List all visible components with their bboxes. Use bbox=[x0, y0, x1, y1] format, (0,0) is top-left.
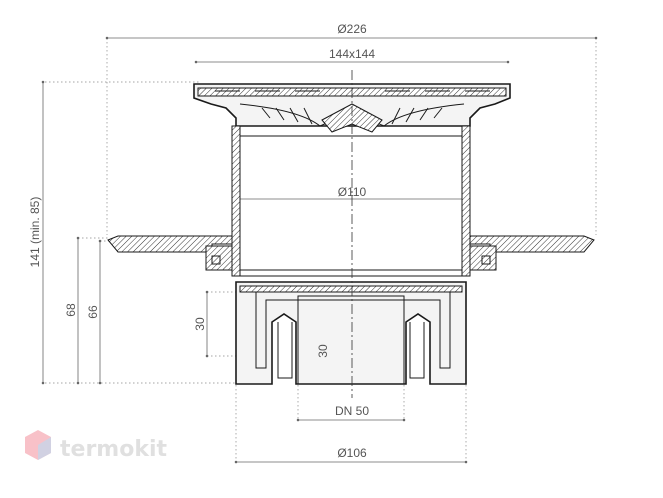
depth-30-left-label: 30 bbox=[193, 317, 207, 331]
drain-body bbox=[107, 83, 595, 385]
logo-hexagon-icon bbox=[25, 430, 51, 460]
depth-30-center-label: 30 bbox=[316, 344, 330, 358]
grate-ribs bbox=[261, 107, 443, 125]
dimension-labels: Ø226 144x144 Ø110 141 (min. 85) 68 66 30… bbox=[28, 22, 375, 460]
outer-diameter-label: Ø226 bbox=[337, 22, 367, 36]
grate-size-label: 144x144 bbox=[329, 47, 375, 61]
dimension-lines bbox=[41, 36, 598, 464]
outlet-label: DN 50 bbox=[335, 404, 369, 418]
body-diameter-label: Ø110 bbox=[338, 185, 367, 199]
outlet-diameter-label: Ø106 bbox=[337, 446, 367, 460]
total-height-label: 141 (min. 85) bbox=[28, 197, 42, 268]
height-66-label: 66 bbox=[86, 305, 100, 319]
logo-text: termokit bbox=[60, 437, 167, 462]
termokit-logo: termokit bbox=[25, 430, 167, 462]
height-68-label: 68 bbox=[64, 303, 78, 317]
